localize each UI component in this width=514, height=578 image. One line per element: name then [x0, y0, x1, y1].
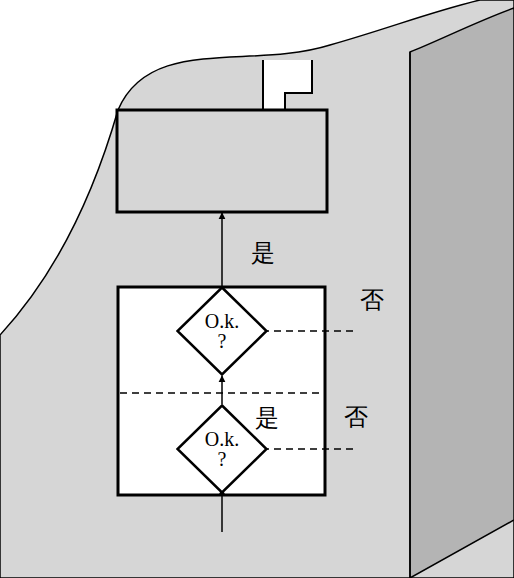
decision-diamond: O.k. ?: [176, 286, 268, 376]
input-arrow: [221, 489, 223, 532]
check-station: [118, 287, 325, 495]
diamond-shape: [178, 288, 267, 375]
decision-text: O.k. ?: [200, 311, 244, 351]
workpiece-box: [117, 110, 327, 212]
reject-dashed: [262, 330, 355, 332]
output-arrow: [221, 213, 223, 292]
diamond-shape: [178, 406, 267, 493]
panel-edge: [409, 52, 411, 578]
edge-label: 是: [254, 405, 280, 431]
branch-label: 是: [250, 240, 276, 266]
branch-label: 否: [359, 287, 385, 313]
branch-label: 否: [343, 404, 369, 430]
reject-dashed: [262, 448, 355, 450]
decision-text: O.k. ?: [200, 429, 244, 469]
decision-diamond: O.k. ?: [176, 404, 268, 494]
panel-side: [410, 8, 514, 578]
flow-arrow: [221, 376, 223, 404]
